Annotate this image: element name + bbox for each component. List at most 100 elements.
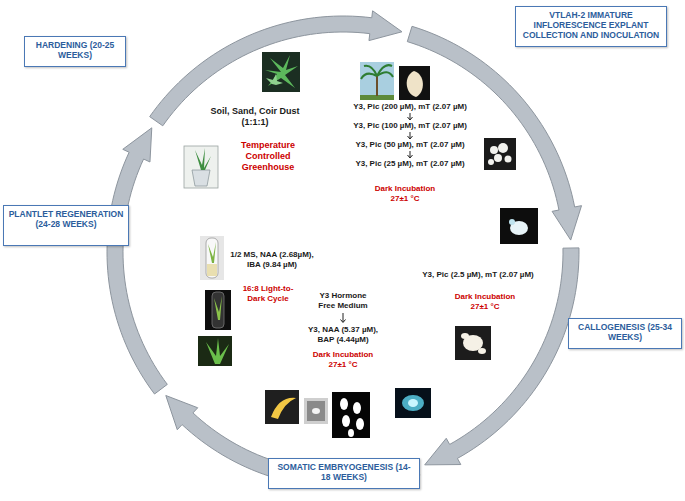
flow-arrow-part	[408, 113, 413, 120]
embryo-photo-part	[271, 398, 296, 419]
palm-tree-photo-part	[376, 76, 378, 96]
sector-fill	[217, 252, 470, 467]
text-slot: Y3, NAA (5.37 µM), BAP (4.44µM)	[303, 325, 383, 344]
greenhouse-plants-photo-part	[266, 74, 283, 85]
text-slot: Dark Incubation 27±1 °C	[307, 350, 379, 369]
stage-label-box: PLANTLET REGENERATION (24-28 WEEKS)	[3, 205, 129, 246]
greenhouse-plants-photo	[262, 52, 300, 92]
greenhouse-plants-photo-part	[262, 52, 300, 92]
flow-arrow-part	[408, 132, 413, 139]
condition-text: Dark Incubation 27±1 °C	[307, 350, 379, 369]
embryo-photo-part	[408, 399, 418, 407]
embryo-photo-part	[312, 408, 320, 414]
stage-sector: Y3, Pic (200 µM), mT (2.07 µM) Y3, Pic (1…	[341, 35, 550, 254]
plantlet-tube-photo-part	[207, 264, 217, 276]
embryo-photo-part	[307, 401, 325, 421]
sector-fill	[139, 37, 343, 252]
callus-photo-part	[484, 138, 516, 170]
embryo-photo-part	[265, 390, 299, 424]
callus-photo-part	[490, 146, 498, 154]
plantlet-tube-photo-part	[206, 238, 218, 278]
plantlet-tube-photo-part	[212, 292, 224, 328]
embryo-photo-part	[356, 418, 364, 430]
text-slot: Y3, Pic (50 µM), mT (2.07 µM)	[345, 140, 475, 150]
medium-text: Y3, NAA (5.37 µM), BAP (4.44µM)	[303, 325, 383, 344]
embryo-photo-part	[395, 388, 431, 418]
callus-photo-part	[505, 156, 512, 163]
plantlet-photo-part	[198, 336, 232, 366]
stage-label: CALLOGENESIS (25-34 WEEKS)	[573, 323, 677, 343]
cycle-arrow	[425, 248, 579, 465]
text-slot: Y3, Pic (2.5 µM), mT (2.07 µM)	[411, 270, 546, 280]
sector-fill	[128, 186, 343, 426]
callus-photo-part	[500, 208, 538, 244]
callus-photo-part	[494, 154, 502, 162]
cycle-arrow	[407, 26, 581, 240]
cycle-arrow	[107, 128, 167, 394]
plantlet-tube-photo-part	[200, 236, 224, 280]
flow-arrow-part	[408, 151, 413, 158]
palm-tree-photo-part	[360, 62, 394, 100]
stage-label-box: SOMATIC EMBRYOGENESIS (14-18 WEEKS)	[268, 458, 420, 489]
flow-arrow-part	[341, 313, 346, 323]
callus-photo	[484, 138, 516, 170]
plantlet-photo-part	[206, 338, 229, 364]
plantlet-tube-photo	[200, 236, 224, 280]
inflorescence-photo-part	[399, 66, 430, 100]
sector-fill	[343, 37, 547, 252]
palm-tree-photo	[360, 62, 394, 100]
text-slot: Soil, Sand, Coir Dust (1:1:1)	[200, 106, 310, 128]
stage-sector: 1/2 MS, NAA (2.68µM), IBA (9.84 µM) 16:8 …	[126, 183, 345, 428]
inflorescence-photo	[399, 66, 430, 100]
text-slot: 16:8 Light-to-Dark Cycle	[236, 284, 300, 303]
embryo-photo	[304, 398, 328, 424]
embryo-photo	[332, 392, 370, 438]
text-slot: Y3 Hormone Free Medium	[315, 291, 371, 310]
callus-photo-part	[509, 219, 515, 225]
callus-photo	[455, 326, 491, 360]
sector-fill	[343, 186, 558, 426]
embryo-photo-part	[348, 429, 354, 437]
condition-text: 16:8 Light-to-Dark Cycle	[236, 284, 300, 303]
callus-photo-part	[455, 326, 491, 360]
callus-photo-part	[488, 159, 494, 165]
plantlet-tube-photo-part	[214, 296, 222, 320]
stage-label-box: HARDENING (20-25 WEEKS)	[24, 36, 126, 67]
embryo-photo-part	[342, 415, 350, 427]
medium-text: 1/2 MS, NAA (2.68µM), IBA (9.84 µM)	[226, 250, 318, 269]
stage-label: PLANTLET REGENERATION (24-28 WEEKS)	[8, 210, 124, 230]
palm-tree-photo-part	[361, 65, 393, 79]
text-slot: Dark Incubation 27±1 °C	[369, 184, 441, 203]
stage-label-box: VTLAH-2 IMMATURE INFLORESCENCE EXPLANT C…	[515, 6, 667, 47]
stage-label: HARDENING (20-25 WEEKS)	[29, 41, 121, 61]
inflorescence-photo-part	[407, 71, 423, 97]
medium-text: Y3, Pic (200 µM), mT (2.07 µM)	[345, 102, 475, 112]
potted-plant-photo-part	[184, 146, 218, 188]
embryo-photo-part	[340, 398, 348, 410]
text-slot: Y3, Pic (100 µM), mT (2.07 µM)	[345, 121, 475, 131]
plantlet-photo	[198, 336, 232, 366]
embryo-photo-part	[353, 402, 361, 414]
callus-photo-part	[498, 143, 508, 153]
embryo-photo-part	[402, 395, 424, 411]
text-slot: Dark Incubation 27±1 °C	[449, 292, 521, 311]
medium-text: Y3 Hormone Free Medium	[315, 291, 371, 310]
medium-text: Y3, Pic (25 µM), mT (2.07 µM)	[345, 159, 475, 169]
sector-shape	[136, 35, 345, 254]
text-slot: Temperature Controlled Greenhouse	[222, 140, 314, 172]
stage-sector: Soil, Sand, Coir Dust (1:1:1) Temperature…	[136, 35, 345, 254]
stage-label: VTLAH-2 IMMATURE INFLORESCENCE EXPLANT C…	[520, 11, 662, 40]
embryo-photo	[395, 388, 431, 418]
stage-sector: Y3 Hormone Free MediumY3, NAA (5.37 µM),…	[214, 250, 472, 469]
plantlet-tube-photo	[205, 290, 231, 330]
plantlet-tube-photo-part	[205, 290, 231, 330]
condition-text: Temperature Controlled Greenhouse	[222, 140, 314, 172]
medium-text: Y3, Pic (100 µM), mT (2.07 µM)	[345, 121, 475, 131]
callus-photo-part	[461, 333, 469, 339]
embryo-photo	[265, 390, 299, 424]
medium-text: Y3, Pic (2.5 µM), mT (2.07 µM)	[411, 270, 546, 280]
callus-photo-part	[478, 348, 486, 354]
potted-plant-photo-part	[192, 170, 210, 186]
medium-text: Y3, Pic (50 µM), mT (2.07 µM)	[345, 140, 475, 150]
